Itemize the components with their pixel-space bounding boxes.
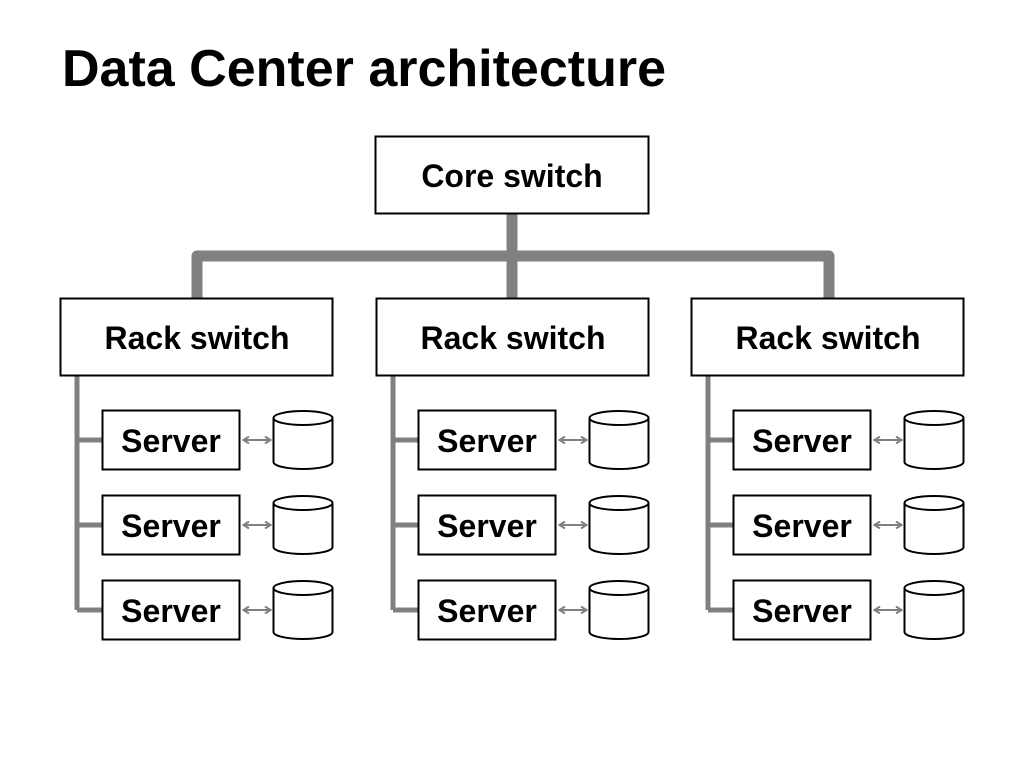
server-box — [101, 494, 241, 556]
server-box — [417, 494, 557, 556]
core-switch-label: Core switch — [421, 158, 602, 194]
server-row: Server — [101, 579, 334, 641]
rack-switch[interactable]: Rack switch — [375, 297, 650, 377]
rack-switch[interactable]: Rack switch — [690, 297, 965, 377]
rack-bus-line — [74, 375, 102, 613]
server-label: Server — [121, 508, 221, 544]
server-node[interactable]: Server — [417, 494, 557, 556]
server-box — [417, 409, 557, 471]
server-label: Server — [437, 423, 537, 459]
server-row: Server — [732, 494, 965, 556]
server-box — [732, 409, 872, 471]
rack-switch-box — [690, 297, 965, 377]
server-box — [101, 409, 241, 471]
server-node[interactable]: Server — [732, 494, 872, 556]
server-label: Server — [437, 593, 537, 629]
server-row: Server — [732, 579, 965, 641]
disk-cylinder-icon — [588, 410, 650, 470]
server-row: Server — [732, 409, 965, 471]
server-node[interactable]: Server — [417, 409, 557, 471]
server-label: Server — [752, 593, 852, 629]
rack-bus-line — [390, 375, 418, 613]
rack-switch-label: Rack switch — [421, 320, 606, 356]
disk-cylinder-icon — [903, 495, 965, 555]
server-node[interactable]: Server — [417, 579, 557, 641]
server-label: Server — [121, 593, 221, 629]
server-box — [732, 579, 872, 641]
disk-cylinder-icon — [588, 495, 650, 555]
server-node[interactable]: Server — [732, 409, 872, 471]
core-switch[interactable]: Core switch — [374, 135, 650, 215]
disk-cylinder-icon — [272, 495, 334, 555]
server-row: Server — [417, 494, 650, 556]
rack-switch[interactable]: Rack switch — [59, 297, 334, 377]
disk-cylinder-icon — [588, 580, 650, 640]
server-row: Server — [101, 409, 334, 471]
server-label: Server — [752, 508, 852, 544]
uplink-trunks — [191, 214, 835, 298]
server-box — [417, 579, 557, 641]
core-switch-box — [374, 135, 650, 215]
server-node[interactable]: Server — [101, 579, 241, 641]
disk-cylinder-icon — [272, 410, 334, 470]
server-node[interactable]: Server — [101, 409, 241, 471]
server-row: Server — [101, 494, 334, 556]
server-node[interactable]: Server — [732, 579, 872, 641]
disk-cylinder-icon — [903, 410, 965, 470]
server-box — [101, 579, 241, 641]
server-label: Server — [752, 423, 852, 459]
diagram-title: Data Center architecture — [62, 40, 666, 98]
server-label: Server — [437, 508, 537, 544]
disk-cylinder-icon — [272, 580, 334, 640]
rack-switch-box — [59, 297, 334, 377]
disk-cylinder-icon — [903, 580, 965, 640]
rack-bus-line — [705, 375, 733, 613]
server-row: Server — [417, 579, 650, 641]
server-node[interactable]: Server — [101, 494, 241, 556]
rack-switch-label: Rack switch — [736, 320, 921, 356]
rack-switch-label: Rack switch — [105, 320, 290, 356]
core-uplink-trunk — [191, 214, 835, 298]
server-row: Server — [417, 409, 650, 471]
rack-switch-box — [375, 297, 650, 377]
server-label: Server — [121, 423, 221, 459]
server-box — [732, 494, 872, 556]
